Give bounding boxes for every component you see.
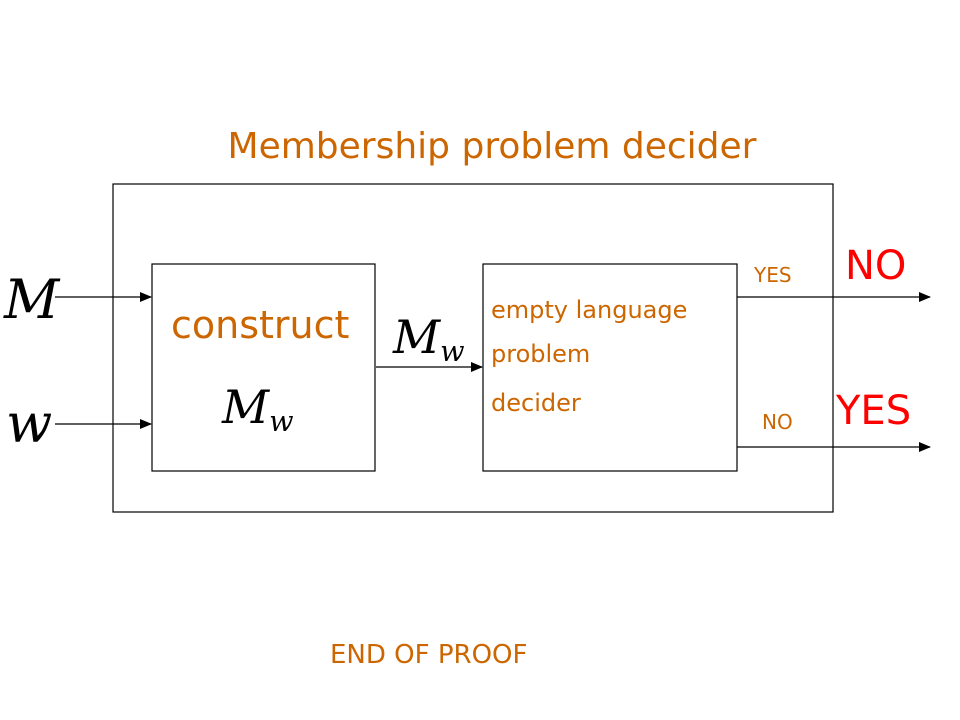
construct-output-base: M [222, 380, 270, 434]
end-of-proof-label: END OF PROOF [330, 640, 528, 670]
empty-block-line-2: problem [491, 340, 591, 368]
outer-decider-box [112, 183, 834, 513]
connector-label-sub: w [440, 334, 465, 368]
input-m-label: M [4, 268, 60, 331]
output-bottom-inner-label: NO [762, 410, 793, 434]
construct-output-sub: w [269, 404, 294, 438]
output-bottom-result: YES [836, 388, 912, 434]
construct-output-label: Mw [222, 380, 294, 438]
connector-label: Mw [393, 310, 465, 368]
output-top-inner-label: YES [754, 263, 792, 287]
empty-block-line-1: empty language [491, 296, 688, 324]
input-w-label: w [6, 392, 53, 455]
diagram-title: Membership problem decider [227, 126, 757, 167]
construct-box [151, 263, 376, 472]
empty-block-line-3: decider [491, 389, 581, 417]
construct-label: construct [171, 303, 350, 347]
empty-language-decider-box [482, 263, 738, 472]
output-top-result: NO [845, 243, 907, 289]
connector-label-base: M [393, 310, 441, 364]
